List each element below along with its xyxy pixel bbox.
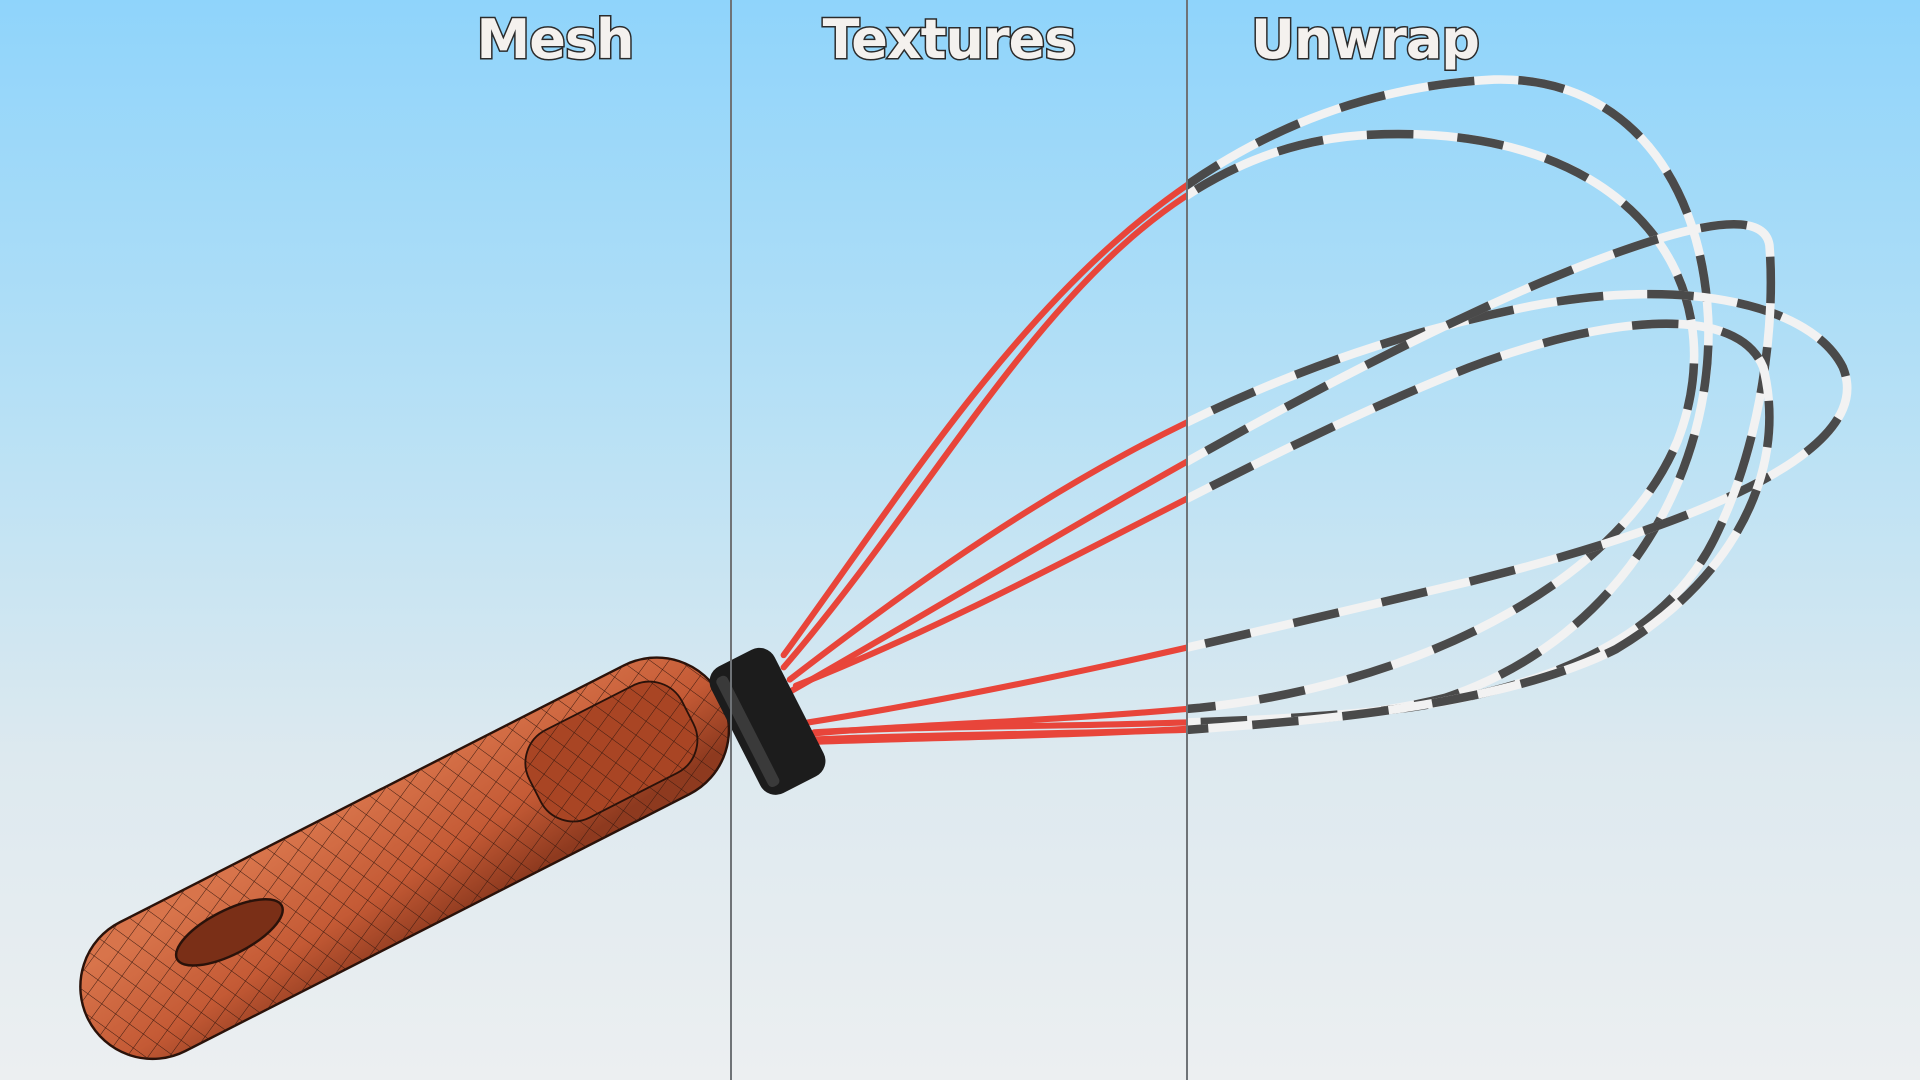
- section-divider-1: [730, 0, 732, 1080]
- wire-unwrap-base: [1186, 220, 1776, 727]
- wire-unwrap-checker: [1186, 220, 1776, 727]
- wire-unwrap-checker: [1186, 75, 1713, 734]
- wire-unwrap-checker: [1186, 129, 1699, 714]
- wire-textured: [780, 192, 1187, 738]
- wire-unwrap-base: [1186, 289, 1852, 653]
- wire-textured: [792, 495, 1187, 743]
- section-label-textures: Textures: [821, 7, 1078, 73]
- section-label-mesh: Mesh: [475, 7, 636, 73]
- whisk-handle-mesh: [79, 656, 731, 1061]
- wire-unwrap-checker: [1186, 319, 1774, 735]
- section-divider-2: [1186, 0, 1188, 1080]
- wire-textured: [786, 458, 1187, 736]
- wire-unwrap-base: [1186, 75, 1713, 734]
- section-label-unwrap: Unwrap: [1250, 7, 1482, 73]
- whisk-wires-unwrap: [1186, 75, 1852, 735]
- wire-textured: [780, 181, 1187, 746]
- wire-unwrap-base: [1186, 319, 1774, 735]
- whisk-ferrule: [709, 647, 826, 795]
- whisk-wires-textured: [780, 181, 1187, 746]
- wire-textured: [786, 419, 1187, 726]
- wire-unwrap-checker: [1186, 289, 1852, 653]
